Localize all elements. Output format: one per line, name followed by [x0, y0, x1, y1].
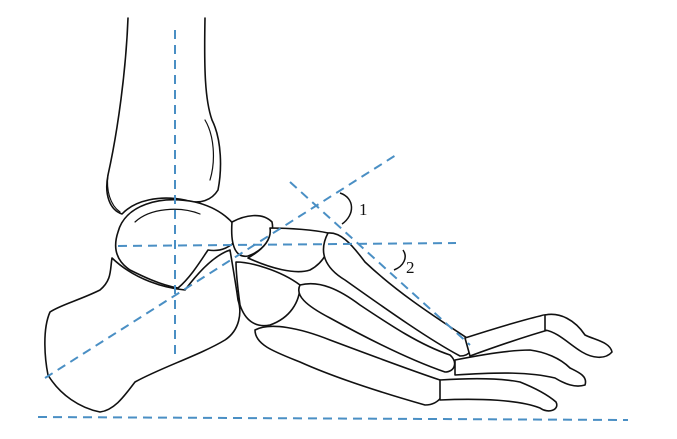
horizontal-reference-line — [117, 242, 457, 247]
ground-line — [37, 416, 629, 421]
cuneiform — [247, 227, 331, 273]
angle-1-label: 1 — [359, 200, 368, 219]
talus — [114, 199, 241, 289]
tibia — [106, 17, 222, 215]
fibula-outline — [106, 174, 121, 213]
talus-detail — [134, 208, 201, 223]
phalanx-hallux — [464, 313, 558, 357]
tibia-detail — [204, 119, 215, 181]
angle-1-arc — [339, 192, 353, 225]
calcaneus — [44, 249, 241, 413]
phalanx-2 — [454, 349, 587, 387]
metatarsal-axis-line — [289, 181, 471, 346]
cuboid — [235, 261, 301, 327]
phalanx-distal-1 — [544, 313, 613, 359]
metatarsal-5 — [254, 325, 444, 406]
calcaneal-axis-line — [44, 154, 397, 379]
angle-2-arc — [393, 249, 406, 271]
angle-2-label: 2 — [406, 258, 415, 277]
phalanx-3 — [439, 377, 558, 412]
